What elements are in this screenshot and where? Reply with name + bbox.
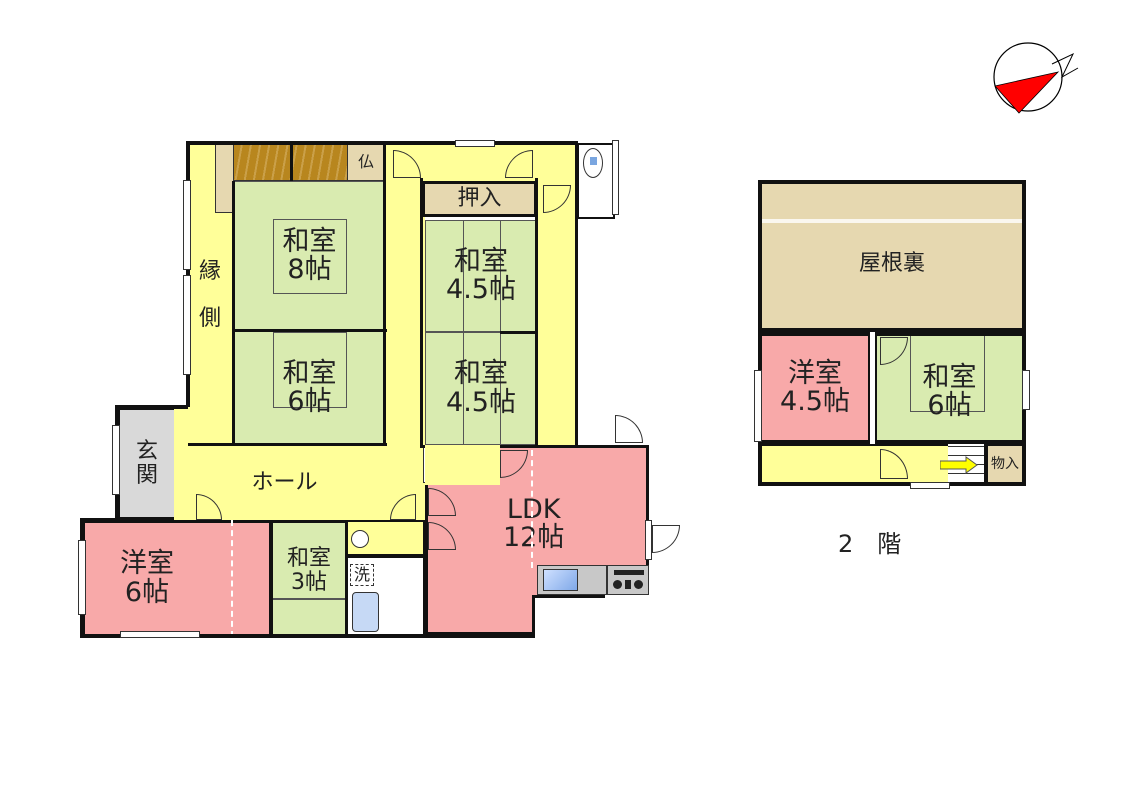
floor-2-label: 2 階 — [838, 530, 902, 558]
yaneura-label: 屋根裏 — [858, 251, 925, 277]
washitsu-3-label: 和室 3帖 — [286, 546, 331, 595]
youshitsu-6-label: 洋室 6帖 — [120, 548, 174, 608]
room-washitsu-4-5-north: 和室 4.5帖 — [425, 220, 537, 333]
room-washitsu-3: 和室 3帖 — [270, 520, 348, 637]
washitsu-4-5-north-label: 和室 4.5帖 — [446, 245, 516, 305]
door[interactable] — [615, 415, 643, 443]
washitsu-6-floor2-label: 和室 6帖 — [922, 361, 977, 421]
genkan-label: 玄 関 — [135, 439, 158, 488]
window — [645, 520, 652, 560]
floor-1-plan: 仏 縁 側 和室 8帖 和室 6帖 押入 和室 4.5帖 和室 4.5帖 玄 関… — [78, 140, 680, 638]
washitsu-4-5-south-label: 和室 4.5帖 — [446, 358, 516, 418]
sentaku-label: 洗 — [353, 564, 370, 584]
window — [1022, 370, 1030, 410]
window — [120, 631, 200, 638]
arrow-down-stairs-icon — [940, 456, 978, 474]
room-youshitsu-4-5: 洋室 4.5帖 — [758, 332, 870, 444]
door[interactable] — [880, 337, 908, 365]
butsudan-label: 仏 — [357, 151, 374, 171]
washbasin — [346, 520, 425, 556]
window — [754, 370, 762, 442]
room-youshitsu-6: 洋室 6帖 — [82, 520, 272, 637]
kitchen-sink — [537, 565, 607, 595]
washitsu-8-label: 和室 8帖 — [282, 225, 337, 285]
washitsu-6-label: 和室 6帖 — [282, 357, 337, 417]
ldk-label: LDK 12帖 — [503, 494, 565, 554]
window — [455, 140, 495, 147]
monoire-closet: 物入 — [984, 444, 1026, 486]
kitchen-stove-icon — [607, 565, 649, 595]
stairs-floor2 — [948, 444, 984, 486]
door[interactable] — [652, 525, 680, 553]
room-washitsu-6: 和室 6帖 — [234, 331, 385, 445]
room-washitsu-6-floor2: 和室 6帖 — [875, 332, 1026, 444]
window — [183, 275, 191, 375]
youshitsu-4-5-label: 洋室 4.5帖 — [780, 357, 850, 417]
engawa-label: 縁 側 — [198, 259, 221, 331]
engawa-label-box: 縁 側 — [190, 240, 230, 350]
window — [78, 540, 86, 615]
room-washitsu-4-5-south: 和室 4.5帖 — [425, 332, 537, 446]
washing-machine: 洗 — [350, 564, 374, 586]
butsudan: 仏 — [347, 143, 385, 181]
monoire-label: 物入 — [991, 455, 1019, 472]
north-arrow-compass-icon — [990, 40, 1080, 115]
hall-label: ホール — [251, 469, 318, 495]
room-washitsu-8: 和室 8帖 — [234, 181, 385, 331]
corridor-floor2 — [758, 444, 948, 486]
window — [910, 482, 950, 489]
door[interactable] — [880, 449, 908, 479]
room-yaneura-attic: 屋根裏 — [758, 180, 1026, 332]
laundry-bath-area: 洗 — [346, 556, 425, 637]
window — [183, 180, 191, 270]
window — [112, 425, 120, 495]
window — [612, 140, 619, 215]
tokonoma-divider — [290, 143, 293, 181]
bathtub-icon — [352, 592, 379, 632]
toilet-icon — [583, 148, 603, 178]
inner-corridor — [385, 143, 425, 445]
oshiire-closet: 押入 — [422, 181, 537, 217]
room-genkan: 玄 関 — [117, 407, 174, 520]
east-corridor — [537, 143, 577, 445]
oshiire-label: 押入 — [457, 186, 502, 212]
